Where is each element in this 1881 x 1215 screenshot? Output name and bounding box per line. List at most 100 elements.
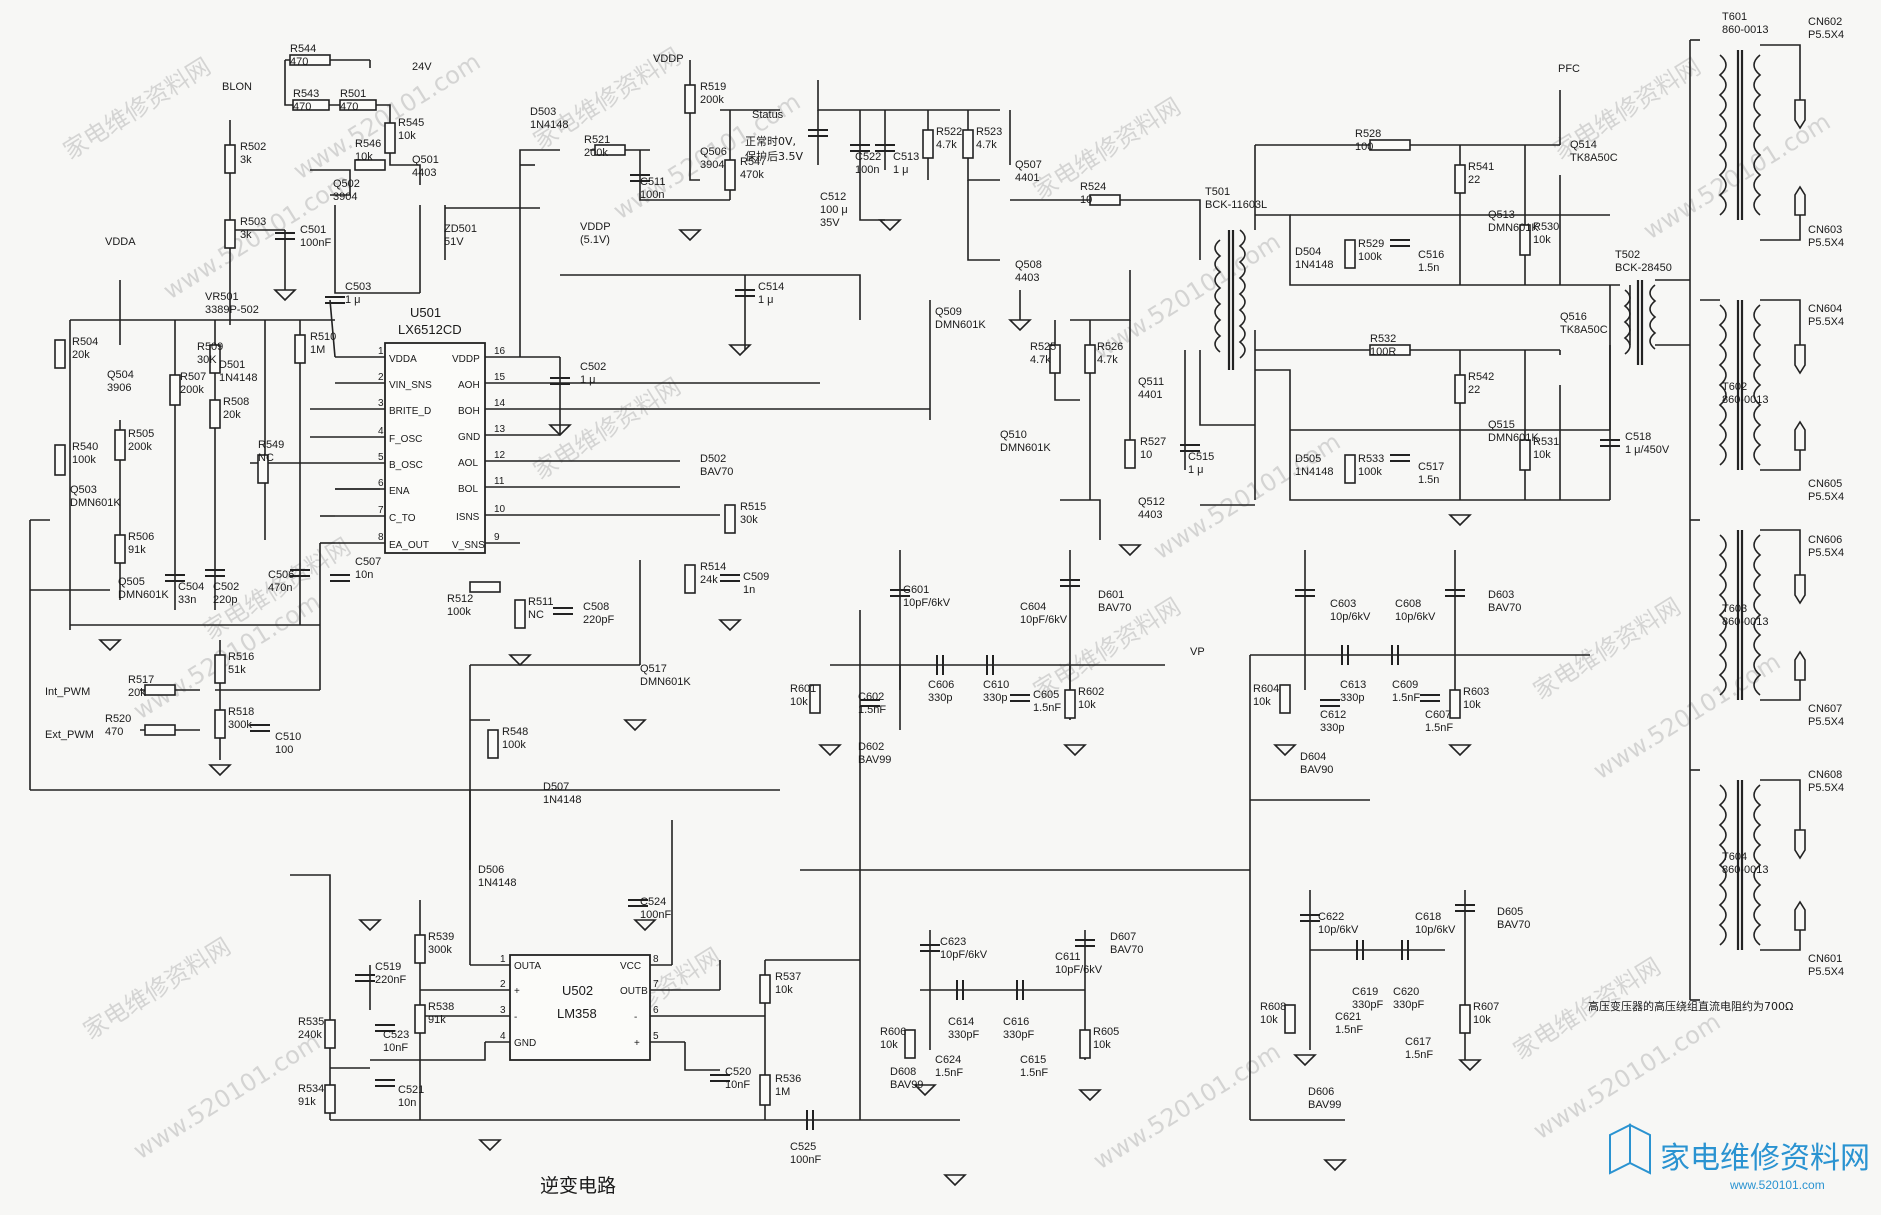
- semiconductor-value: 3389P-502: [205, 304, 259, 316]
- semiconductor-value: 1N4148: [543, 794, 582, 806]
- connector-value: P5.5X4: [1808, 237, 1844, 249]
- capacitor-ref: C507: [355, 556, 381, 568]
- resistor-value: 1M: [775, 1086, 790, 1098]
- resistor-value: 100k: [502, 739, 526, 751]
- semiconductor-value: 4401: [1138, 389, 1162, 401]
- watermark: www.520101.com: [1148, 428, 1345, 566]
- resistor-ref: R605: [1093, 1026, 1119, 1038]
- resistor-r541: [1454, 164, 1466, 194]
- transformer-t501-primary: [1214, 239, 1222, 353]
- capacitor-value: 1.5nF: [1020, 1067, 1048, 1079]
- resistor-r608: [1284, 1004, 1296, 1034]
- semiconductor-value: DMN601K: [935, 319, 986, 331]
- pin-number: 2: [500, 979, 506, 990]
- transformer-t501-secondary: [1238, 229, 1246, 359]
- resistor-value: 30k: [740, 514, 758, 526]
- semiconductor-ref: D602: [858, 741, 884, 753]
- resistor-r530: [1519, 224, 1531, 256]
- resistor-value: 240k: [298, 1029, 322, 1041]
- semiconductor-ref: Q504: [107, 369, 134, 381]
- semiconductor-ref: D606: [1308, 1086, 1334, 1098]
- resistor-value: 10k: [1260, 1014, 1278, 1026]
- pin-number: 16: [494, 346, 506, 357]
- resistor-ref: R515: [740, 501, 766, 513]
- capacitor-ref: C501: [300, 224, 326, 236]
- capacitor-value: 1.5n: [1418, 262, 1439, 274]
- resistor-ref: R521: [584, 134, 610, 146]
- resistor-r527: [1124, 439, 1136, 469]
- semiconductor-ref: Q502: [333, 178, 360, 190]
- resistor-value: 10k: [1533, 449, 1551, 461]
- capacitor-ref: C617: [1405, 1036, 1431, 1048]
- resistor-ref: R523: [976, 126, 1002, 138]
- capacitor-ref: C509: [743, 571, 769, 583]
- transformers: [1214, 50, 1762, 950]
- semiconductor-ref: ZD501: [444, 223, 477, 235]
- resistor-value: 100k: [1358, 466, 1382, 478]
- resistor-r504: [54, 339, 66, 369]
- capacitor-ref: C515: [1188, 451, 1214, 463]
- semiconductor-ref: Q512: [1138, 496, 1165, 508]
- capacitor-ref: C602: [858, 691, 884, 703]
- resistor-r542: [1454, 374, 1466, 404]
- resistor-ref: R607: [1473, 1001, 1499, 1013]
- resistor-ref: R507: [180, 371, 206, 383]
- connector-arrow-icon: [1794, 99, 1806, 130]
- resistor-r536: [759, 1074, 771, 1106]
- semiconductor-value: 51V: [444, 236, 464, 248]
- semiconductor-ref: Q507: [1015, 159, 1042, 171]
- resistor-r524: [1089, 194, 1121, 206]
- resistor-r607: [1459, 1004, 1471, 1034]
- capacitor-value: 330pF: [1003, 1029, 1034, 1041]
- hv-winding-note: 高压变压器的高压绕组直流电阻约为700Ω: [1588, 999, 1793, 1013]
- capacitor-ref: C622: [1318, 911, 1344, 923]
- resistor-r548: [487, 729, 499, 759]
- semiconductor-value: BAV70: [700, 466, 733, 478]
- semiconductor-ref: D502: [700, 453, 726, 465]
- resistor-r526: [1084, 344, 1096, 374]
- semiconductor-ref: Q501: [412, 154, 439, 166]
- pin-name: C_TO: [389, 513, 416, 524]
- capacitor-ref: C604: [1020, 601, 1046, 613]
- semiconductor-labels: Q5023904Q5014403ZD50151VQ5043906Q503DMN6…: [70, 106, 1618, 1111]
- resistor-r508: [209, 399, 221, 429]
- resistor-value: 10: [1080, 194, 1092, 206]
- resistor-value: 300k: [228, 719, 252, 731]
- semiconductor-ref: D601: [1098, 589, 1124, 601]
- ground-icon: [1458, 1059, 1482, 1072]
- capacitor-ref: C512: [820, 191, 846, 203]
- capacitor-ref: C504: [178, 581, 204, 593]
- capacitor-value: 1 μ: [1188, 464, 1204, 476]
- semiconductor-ref: Q513: [1488, 209, 1515, 221]
- pin-name: -: [634, 1012, 637, 1023]
- semiconductor-value: DMN601K: [1488, 222, 1539, 234]
- capacitor-value: 1.5nF: [1425, 722, 1453, 734]
- resistor-value: 3k: [240, 229, 252, 241]
- resistor-r506: [114, 534, 126, 564]
- capacitor-value: 10p/6kV: [1415, 924, 1456, 936]
- capacitor-value: 1n: [743, 584, 755, 596]
- resistor-r507: [169, 374, 181, 406]
- capacitor-value: 10p/6kV: [1395, 611, 1436, 623]
- resistor-r533: [1344, 454, 1356, 484]
- pin-number: 4: [500, 1031, 506, 1042]
- ground-icon: [623, 719, 647, 732]
- resistor-r520: [144, 724, 176, 736]
- resistor-r535: [324, 1019, 336, 1049]
- connector-arrow-icon: [1794, 420, 1806, 451]
- capacitor-ref: C503: [345, 281, 371, 293]
- resistor-r539: [414, 934, 426, 964]
- pin-number: 7: [378, 505, 384, 516]
- resistor-r538: [414, 1004, 426, 1034]
- resistor-ref: R525: [1030, 341, 1056, 353]
- transformer-ref: T502: [1615, 249, 1640, 261]
- transformer-value: BCK-11603L: [1205, 199, 1267, 211]
- capacitor-ref: C616: [1003, 1016, 1029, 1028]
- capacitor-ref: C620: [1393, 986, 1419, 998]
- pin-number: 12: [494, 450, 506, 461]
- capacitor-ref: C502: [213, 581, 239, 593]
- resistor-ref: R501: [340, 88, 366, 100]
- semiconductor-value: BAV70: [1497, 919, 1530, 931]
- semiconductor-ref: Q505: [118, 576, 145, 588]
